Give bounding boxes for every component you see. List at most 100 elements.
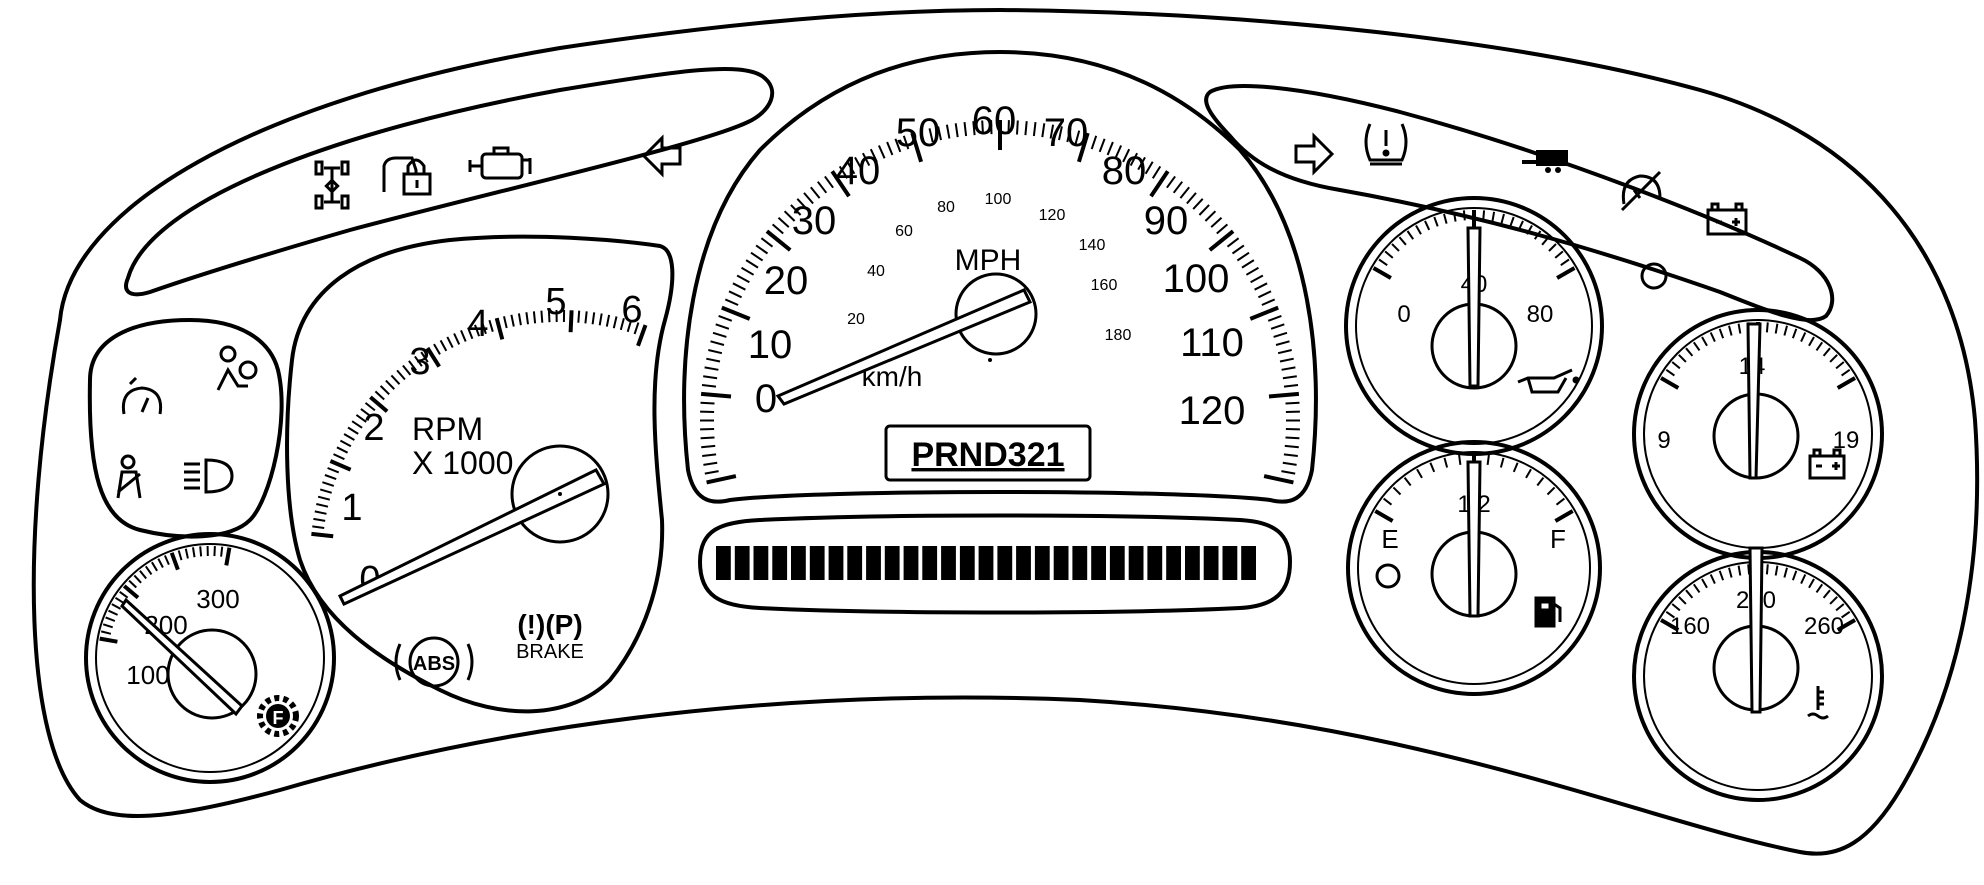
trans-temp-minor-tick: [146, 566, 152, 574]
speedometer-minor-tick: [1276, 341, 1290, 345]
tach-tick-1: 1: [341, 487, 362, 529]
voltmeter-major-tick: [1838, 378, 1855, 388]
oil-pressure-minor-tick: [1379, 260, 1387, 266]
speedometer-minor-tick: [733, 283, 746, 289]
speedometer-minor-tick: [818, 182, 827, 193]
odometer-segment: [791, 546, 806, 580]
tachometer-minor-tick: [489, 320, 492, 332]
oil-pressure-major-tick: [1557, 268, 1574, 278]
left-indicator-panel: [126, 69, 772, 294]
kmh-tick-180: 180: [1105, 327, 1132, 344]
speedometer-minor-tick: [756, 245, 767, 253]
speedometer-minor-tick: [1199, 205, 1209, 215]
trans-tick-100: 100: [126, 660, 169, 690]
tachometer-minor-tick: [320, 489, 332, 492]
coolant-tick-160: 160: [1670, 613, 1710, 640]
mph-tick-20: 20: [764, 259, 809, 303]
speedometer-minor-tick: [711, 341, 725, 345]
odometer-segment: [1110, 546, 1125, 580]
tachometer-minor-tick: [441, 340, 447, 351]
voltmeter-minor-tick: [1793, 329, 1796, 338]
tachometer-minor-tick: [348, 428, 358, 434]
coolant-minor-tick: [1809, 579, 1814, 588]
speedometer-minor-tick: [1237, 253, 1249, 261]
oil-can-icon: [1518, 370, 1578, 392]
tach-tick-5: 5: [545, 281, 566, 323]
speedometer-minor-tick: [706, 359, 720, 362]
trans-temp-minor-tick: [109, 611, 118, 615]
tachometer-minor-tick: [325, 475, 336, 479]
oil-pressure-minor-tick: [1425, 221, 1429, 230]
speedometer-minor-tick: [1193, 199, 1203, 209]
tachometer-major-tick: [311, 534, 333, 536]
speedometer-major-tick: [701, 394, 731, 397]
fuel-minor-tick: [1430, 463, 1434, 472]
coolant-minor-tick: [1694, 584, 1700, 592]
speedometer-minor-tick: [705, 367, 719, 369]
fuel-low-lamp: [1377, 565, 1399, 587]
trans-temp-minor-tick: [152, 562, 157, 571]
tachometer-minor-tick: [316, 504, 328, 507]
speedometer-minor-tick: [1284, 385, 1298, 387]
tachometer-minor-tick: [375, 391, 384, 399]
turn-right-icon: [1296, 136, 1332, 172]
tachometer-minor-tick: [386, 381, 394, 390]
fuel-major-tick: [1375, 511, 1392, 521]
speedometer-minor-tick: [947, 125, 950, 139]
tachometer-minor-tick: [614, 317, 617, 329]
tachometer-minor-tick: [511, 315, 513, 327]
oil-pressure-minor-tick: [1385, 251, 1393, 258]
mph-tick-0: 0: [755, 377, 777, 421]
trans-tick-300: 300: [196, 584, 239, 614]
odometer-segment: [847, 546, 862, 580]
abs-label: ABS: [413, 653, 455, 675]
kmh-tick-80: 80: [937, 199, 955, 216]
coolant-minor-tick: [1739, 566, 1741, 576]
tachometer-minor-tick: [381, 386, 390, 394]
tachometer-minor-tick: [534, 311, 535, 323]
speedometer-minor-tick: [1274, 333, 1287, 337]
odometer-segment: [997, 546, 1012, 580]
speedometer-minor-tick: [1017, 121, 1018, 135]
tachometer-minor-tick: [454, 334, 459, 345]
mph-tick-80: 80: [1102, 149, 1147, 193]
speedometer-minor-tick: [1258, 291, 1271, 297]
trans-temp-minor-tick: [103, 624, 113, 627]
speedometer-minor-tick: [1285, 446, 1299, 447]
tach-multiplier: X 1000: [412, 445, 513, 481]
kmh-tick-100: 100: [985, 191, 1012, 208]
oil-needle: [1468, 228, 1480, 386]
odometer-segment: [1223, 546, 1238, 580]
trailer-icon: [1522, 150, 1568, 173]
trans-temp-minor-tick: [134, 575, 141, 582]
oil-pressure-minor-tick: [1434, 217, 1437, 226]
mph-tick-100: 100: [1163, 257, 1230, 301]
tachometer-minor-tick: [434, 344, 440, 354]
brake-symbols: (!)(P): [517, 609, 582, 640]
fuel-minor-tick: [1405, 478, 1411, 486]
speedometer-minor-tick: [1268, 316, 1281, 321]
fuel-minor-tick: [1501, 458, 1504, 468]
mph-tick-40: 40: [836, 149, 881, 193]
tachometer-minor-tick: [334, 454, 345, 459]
battery-icon: [1810, 450, 1844, 478]
speedometer-major-tick: [1151, 171, 1168, 196]
tachometer-minor-tick: [318, 497, 330, 500]
oil-pressure-minor-tick: [1510, 217, 1513, 226]
voltmeter-minor-tick: [1720, 329, 1723, 338]
trans-temp-minor-tick: [214, 546, 215, 556]
speedometer-minor-tick: [965, 122, 967, 136]
voltmeter-minor-tick: [1776, 324, 1778, 334]
tachometer-minor-tick: [504, 316, 507, 328]
speedometer-minor-tick: [701, 403, 715, 404]
kmh-tick-120: 120: [1039, 207, 1066, 224]
tachometer-minor-tick: [352, 421, 362, 428]
speedometer-minor-tick: [702, 385, 716, 387]
odometer-segment: [810, 546, 825, 580]
speedometer-minor-tick: [1034, 122, 1036, 136]
voltmeter-minor-tick: [1672, 362, 1680, 368]
tachometer-minor-tick: [593, 312, 595, 324]
speedometer-minor-tick: [1286, 403, 1300, 404]
trans-temp-minor-tick: [158, 559, 163, 568]
